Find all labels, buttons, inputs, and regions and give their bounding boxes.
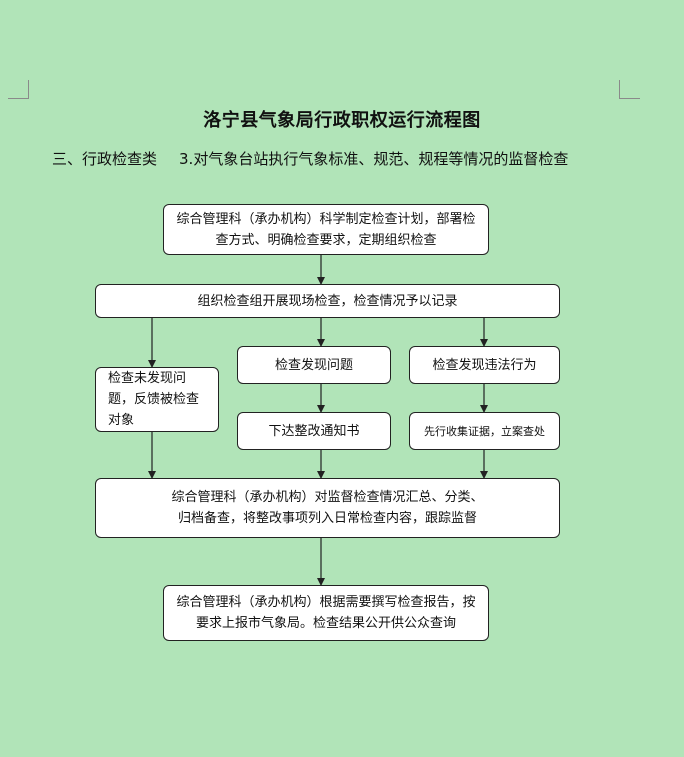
step-inspect-box: 组织检查组开展现场检查，检查情况予以记录 — [95, 284, 560, 318]
page-subtitle: 三、行政检查类 3.对气象台站执行气象标准、规范、规程等情况的监督检查 — [52, 148, 568, 169]
crop-mark-left-v — [28, 80, 29, 99]
crop-mark-right-h — [619, 98, 640, 99]
step-rectify-notice-box: 下达整改通知书 — [237, 412, 391, 450]
crop-mark-left-h — [8, 98, 28, 99]
step-summary-text: 综合管理科（承办机构）对监督检查情况汇总、分类、归档备查，将整改事项列入日常检查… — [171, 490, 484, 526]
step-report-box: 综合管理科（承办机构）根据需要撰写检查报告，按要求上报市气象局。检查结果公开供公… — [163, 585, 489, 641]
step-plan-box: 综合管理科（承办机构）科学制定检查计划，部署检查方式、明确检查要求，定期组织检查 — [163, 204, 489, 255]
step-report-text: 综合管理科（承办机构）根据需要撰写检查报告，按要求上报市气象局。检查结果公开供公… — [176, 595, 476, 631]
step-inspect-text: 组织检查组开展现场检查，检查情况予以记录 — [197, 293, 458, 309]
step-summary-box: 综合管理科（承办机构）对监督检查情况汇总、分类、归档备查，将整改事项列入日常检查… — [95, 478, 560, 538]
step-no-issue-text: 检查未发现问题，反馈被检查对象 — [108, 371, 200, 428]
step-evidence-text: 先行收集证据，立案查处 — [424, 424, 545, 438]
step-no-issue-box: 检查未发现问题，反馈被检查对象 — [95, 367, 219, 432]
step-evidence-box: 先行收集证据，立案查处 — [409, 412, 560, 450]
page-title: 洛宁县气象局行政职权运行流程图 — [203, 110, 481, 131]
step-violation-found-text: 检查发现违法行为 — [432, 357, 537, 373]
subtitle-category: 三、行政检查类 — [52, 150, 158, 168]
crop-mark-right-v — [619, 80, 620, 99]
step-issue-found-box: 检查发现问题 — [237, 346, 391, 384]
step-violation-found-box: 检查发现违法行为 — [409, 346, 560, 384]
step-rectify-notice-text: 下达整改通知书 — [268, 423, 360, 439]
subtitle-item: 3.对气象台站执行气象标准、规范、规程等情况的监督检查 — [179, 150, 569, 168]
step-plan-text: 综合管理科（承办机构）科学制定检查计划，部署检查方式、明确检查要求，定期组织检查 — [176, 211, 476, 248]
step-issue-found-text: 检查发现问题 — [274, 357, 353, 373]
